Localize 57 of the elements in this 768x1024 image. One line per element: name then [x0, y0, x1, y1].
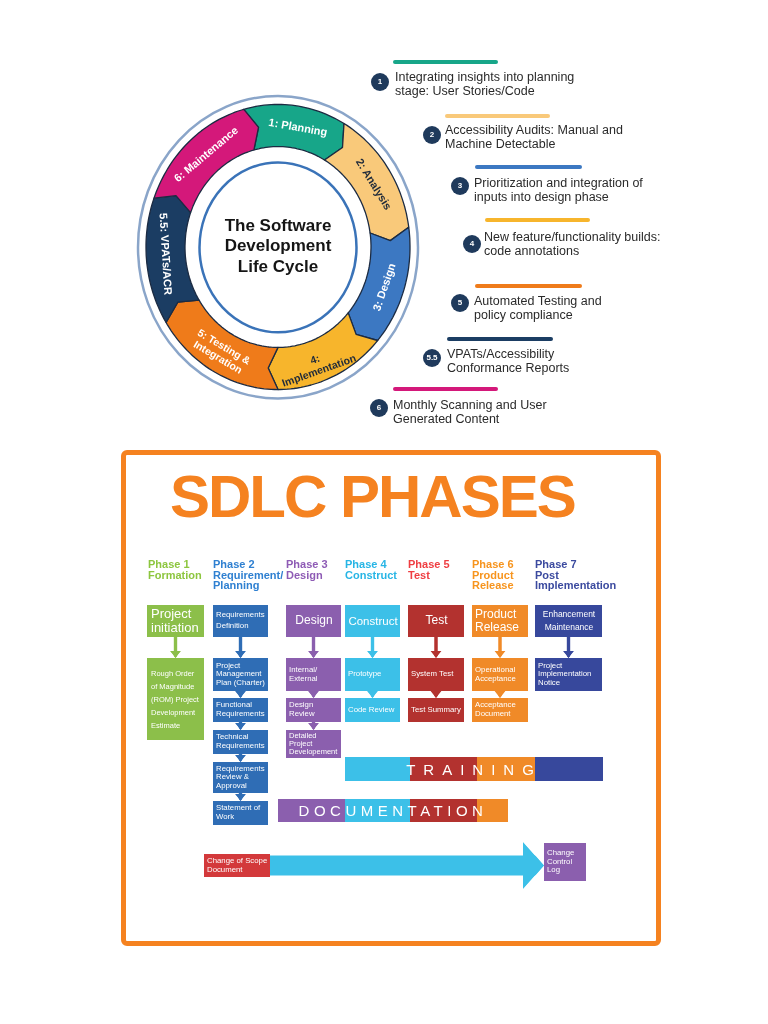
panel-title: SDLC PHASES — [170, 467, 575, 527]
process-box: Design — [286, 605, 341, 637]
timeline-bar: DOCUMENTATION — [278, 799, 508, 822]
process-box: Project initiation — [147, 605, 204, 637]
phase-number: Phase 3 — [286, 559, 328, 570]
phase-name: Post Implementation — [535, 569, 618, 591]
number-badge: 5.5 — [423, 349, 441, 367]
number-badge: 4 — [463, 235, 481, 253]
annotation-text: Accessibility Audits: Manual and Machine Detectable — [445, 123, 624, 151]
phase-number: Phase 5 — [408, 559, 450, 570]
phase-number: Phase 1 — [148, 559, 190, 570]
phase-name: Construct — [345, 569, 397, 580]
bordered-panel — [121, 450, 661, 946]
arrow — [235, 722, 246, 730]
arrow — [235, 691, 246, 698]
phase-name: Product Release — [472, 569, 515, 591]
arrow — [170, 637, 181, 658]
segment-label: 5.5: VPATs/ACR — [157, 213, 175, 296]
number-badge: 1 — [371, 73, 389, 91]
annotation-text: New feature/functionality builds: code annotations — [484, 230, 662, 258]
phase-name: Requirement/ Planning — [213, 569, 285, 591]
phase-number: Phase 2 — [213, 559, 255, 570]
number-badge: 2 — [423, 126, 441, 144]
process-box: Product Release — [472, 605, 528, 637]
annotation-text: Automated Testing and policy compliance — [474, 294, 603, 322]
arrow — [494, 637, 506, 658]
process-box: Construct — [345, 605, 400, 637]
process-box: Test — [408, 605, 464, 637]
block-arrow — [270, 842, 544, 889]
arrow — [308, 722, 319, 730]
phase-name: Formation — [148, 569, 202, 580]
phase-name: Design — [286, 569, 323, 580]
phase-number: Phase 4 — [345, 559, 387, 570]
arrow — [563, 637, 574, 658]
annotation-text: Integrating insights into planning stage: User Stories/Code — [395, 70, 576, 98]
arrow — [235, 637, 246, 658]
number-badge: 5 — [451, 294, 469, 312]
arrow — [367, 691, 378, 698]
arrow — [430, 691, 442, 698]
arrow — [430, 637, 442, 658]
arrow — [308, 691, 319, 698]
arrow — [235, 793, 246, 801]
process-box: Enhancement Maintenance — [535, 605, 602, 637]
arrow — [308, 637, 319, 658]
annotation-text: VPATs/Accessibility Conformance Reports — [447, 347, 571, 375]
hub-title: The Software Development Life Cycle — [223, 216, 333, 278]
segment-label: 1: Planning — [267, 116, 328, 139]
annotation-text: Monthly Scanning and User Generated Content — [393, 398, 548, 426]
phase-name: Test — [408, 569, 430, 580]
arrow — [494, 691, 506, 698]
arrow — [235, 754, 246, 762]
number-badge: 6 — [370, 399, 388, 417]
annotation-text: Prioritization and integration of inputs into design phase — [474, 176, 644, 204]
arrow — [367, 637, 378, 658]
phase-number: Phase 6 — [472, 559, 514, 570]
number-badge: 3 — [451, 177, 469, 195]
phase-number: Phase 7 — [535, 559, 577, 570]
